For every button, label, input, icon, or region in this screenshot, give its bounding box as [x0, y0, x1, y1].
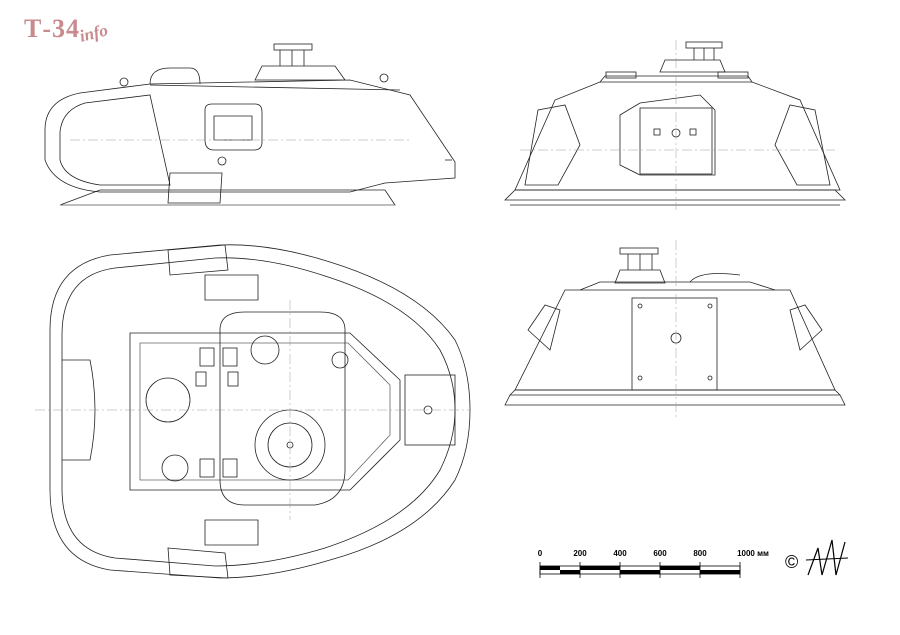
scale-tick-label: 1000 мм — [737, 549, 769, 558]
scale-tick-label: 400 — [613, 549, 627, 558]
turret-top-view — [35, 244, 471, 579]
copyright-symbol: © — [785, 552, 799, 572]
turret-side-view — [44, 43, 456, 206]
scale-tick-label: 800 — [693, 549, 707, 558]
scale-bar — [539, 562, 741, 578]
scale-tick-label: 600 — [653, 549, 667, 558]
logo-title: Т-34 — [24, 14, 80, 43]
signature — [807, 539, 846, 576]
turret-rear-view — [504, 40, 846, 210]
scale-tick-label: 0 — [537, 549, 543, 558]
turret-front-view — [504, 240, 846, 420]
scale-tick-label: 200 — [573, 549, 587, 558]
